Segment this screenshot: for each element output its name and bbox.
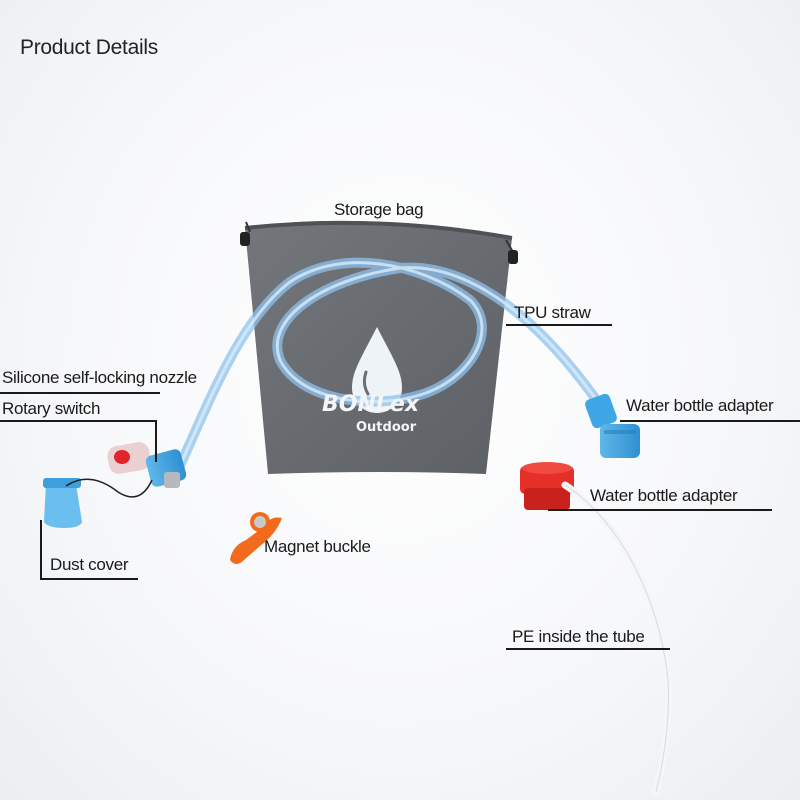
magnet-buckle [230,512,282,564]
drawstring-stopper-left [240,232,250,246]
dust-cover [43,478,153,528]
leader-line-pe-tube [506,648,670,650]
leader-line-rotary-switch-drop [155,420,157,462]
leader-line-adapter-blue [620,420,800,422]
page-title: Product Details [20,36,158,59]
tpu-straw [173,257,605,475]
water-bottle-adapter-blue [585,393,640,458]
leader-line-adapter-red [548,509,772,511]
label-water-bottle-adapter-blue: Water bottle adapter [626,396,774,415]
label-rotary-switch: Rotary switch [2,399,101,418]
leader-line-rotary-switch [0,420,156,422]
drawstring-stopper-right [508,250,518,264]
water-drop-icon [352,327,402,413]
label-tpu-straw: TPU straw [514,303,591,322]
label-silicone-nozzle: Silicone self-locking nozzle [2,368,197,387]
water-bottle-adapter-red [520,462,574,510]
silicone-nozzle [107,442,151,474]
label-water-bottle-adapter-red: Water bottle adapter [590,486,738,505]
brand-logo-text: BONLex [322,392,420,417]
leader-line-dust-cover-drop [40,520,42,578]
leader-line-nozzle [0,392,160,394]
label-pe-tube: PE inside the tube [512,627,645,646]
label-magnet-buckle: Magnet buckle [264,537,371,556]
label-storage-bag: Storage bag [334,200,424,219]
leader-line-dust-cover [40,578,138,580]
leader-line-tpu-straw [506,324,612,326]
brand-logo-subtext: Outdoor [356,420,417,435]
label-dust-cover: Dust cover [50,555,129,574]
